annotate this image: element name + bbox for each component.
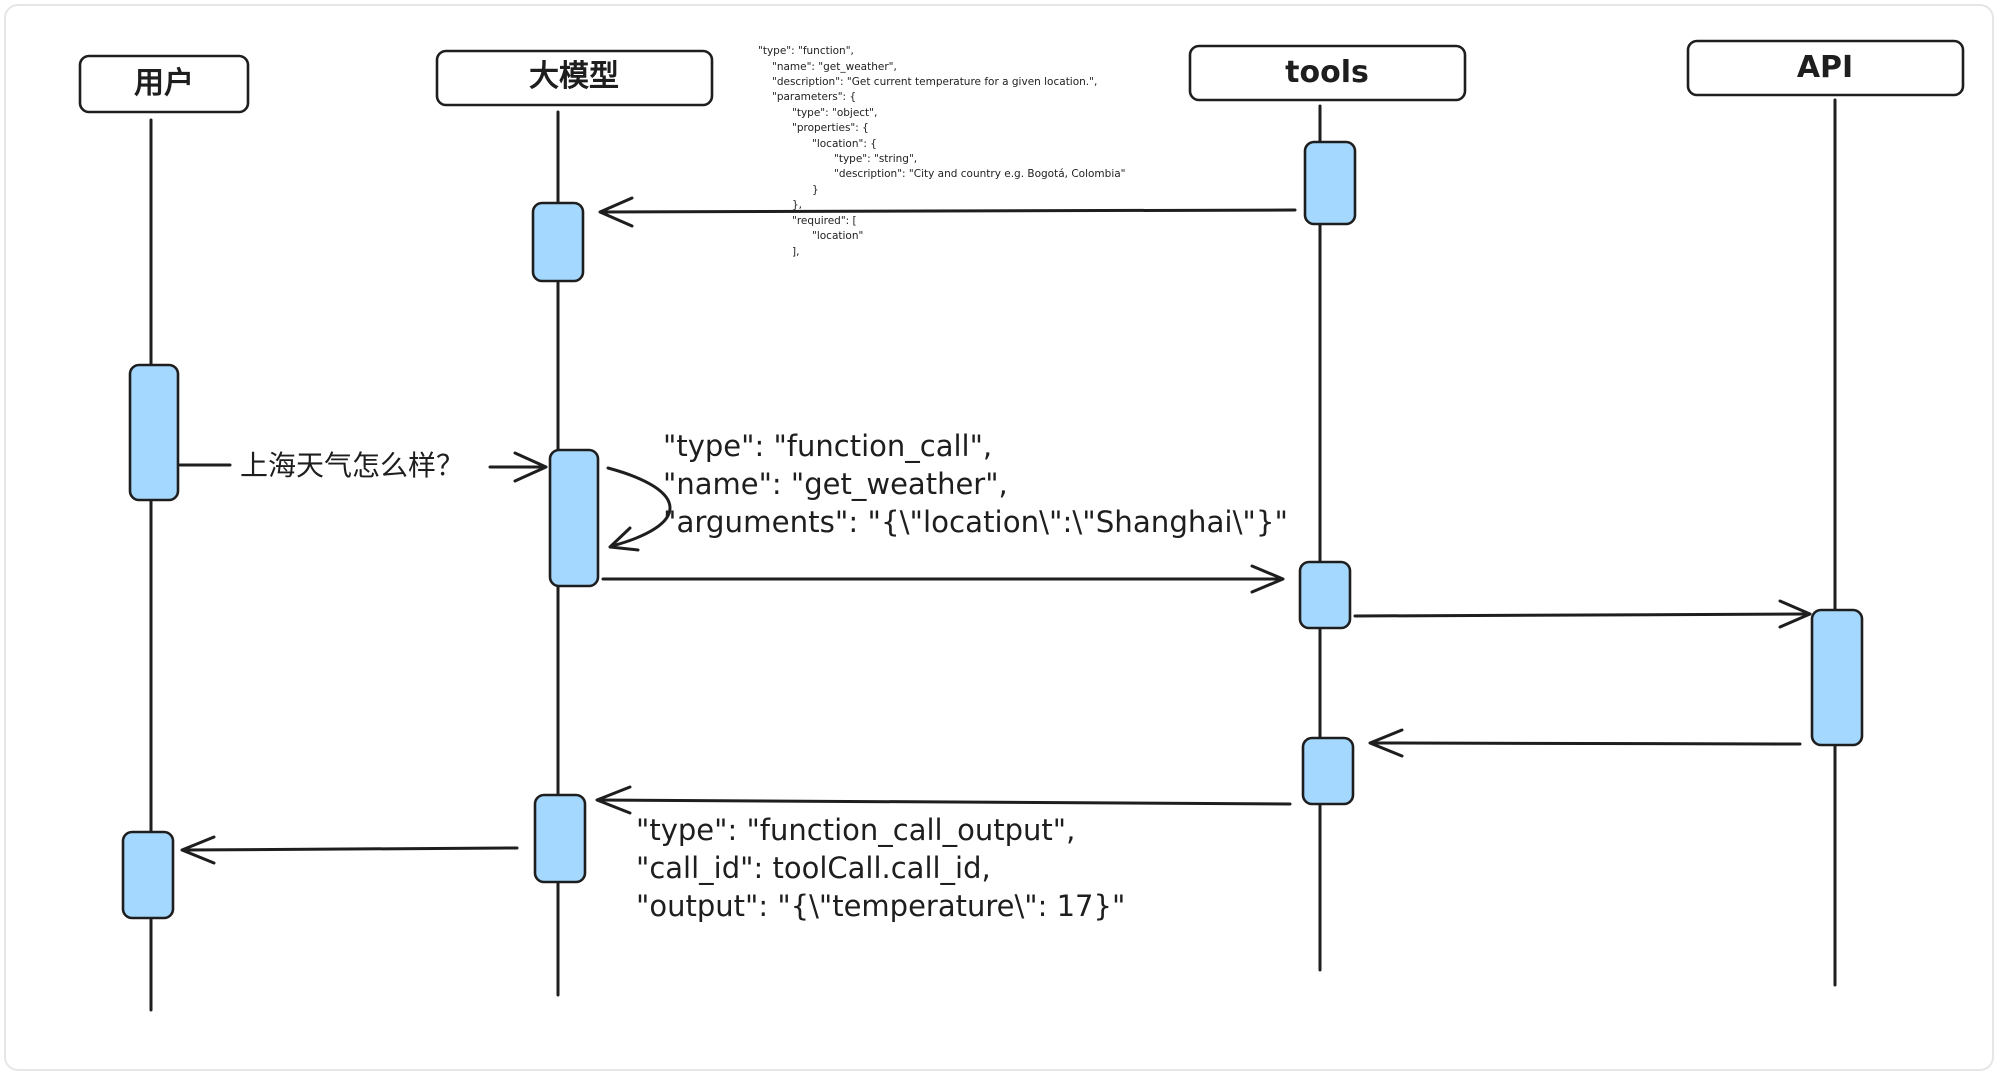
function-output-line: "output": "{\"temperature\": 17}" <box>636 889 1125 923</box>
arrow-user-to-llm-question <box>178 451 548 483</box>
activation-llm-3 <box>533 793 587 884</box>
function-call-line: "arguments": "{\"location\":\"Shanghai\"… <box>663 505 1288 539</box>
tool-def-line: "parameters": { <box>772 91 856 103</box>
actor-user: 用户 <box>78 54 250 114</box>
arrow-tools-to-llm-output <box>595 785 1292 815</box>
actor-api: API <box>1686 39 1965 97</box>
tool-definition-block: "type": "function", "name": "get_weather… <box>758 45 1126 258</box>
arrow-tools-to-api <box>1353 599 1812 629</box>
actor-llm-label: 大模型 <box>529 59 619 94</box>
tool-def-line: "location": { <box>812 138 877 150</box>
tool-def-line: "description": "City and country e.g. Bo… <box>834 168 1126 180</box>
actor-llm: 大模型 <box>435 49 714 107</box>
function-call-output-block: "type": "function_call_output", "call_id… <box>636 813 1125 923</box>
function-call-line: "type": "function_call", <box>663 429 992 463</box>
actor-tools: tools <box>1188 44 1467 102</box>
actor-tools-label: tools <box>1285 55 1369 90</box>
activation-tools-1 <box>1303 140 1357 226</box>
tool-def-line: "properties": { <box>792 122 869 134</box>
tool-def-line: "name": "get_weather", <box>772 61 897 73</box>
actor-user-label: 用户 <box>134 66 194 101</box>
tool-def-line: "type": "string", <box>834 153 917 165</box>
function-call-block: "type": "function_call", "name": "get_we… <box>663 429 1288 539</box>
activation-llm-2 <box>548 448 600 588</box>
activation-tools-3 <box>1301 736 1355 806</box>
arrow-llm-to-user <box>180 835 519 865</box>
activation-tools-2 <box>1298 560 1352 630</box>
actor-api-label: API <box>1797 50 1853 85</box>
function-output-line: "type": "function_call_output", <box>636 813 1075 847</box>
activation-api <box>1810 608 1864 747</box>
tool-def-line: ], <box>792 246 799 258</box>
arrow-llm-to-tools-call <box>601 564 1285 594</box>
tool-def-line: "type": "function", <box>758 45 854 57</box>
tool-def-line: }, <box>792 199 802 211</box>
tool-def-line: "required": [ <box>792 215 857 227</box>
activation-user-1 <box>128 363 180 502</box>
arrow-tools-to-llm-definition <box>598 196 1297 228</box>
activation-user-2 <box>121 830 175 920</box>
activation-llm-1 <box>531 201 585 283</box>
canvas-frame <box>4 4 1994 1071</box>
tool-def-line: "type": "object", <box>792 107 877 119</box>
function-output-line: "call_id": toolCall.call_id, <box>636 851 991 885</box>
arrow-llm-self-call <box>606 466 672 552</box>
tool-def-line: "location" <box>812 230 863 242</box>
arrow-api-to-tools <box>1368 728 1802 758</box>
tool-def-line: "description": "Get current temperature … <box>772 76 1097 88</box>
question-message: 上海天气怎么样？ <box>240 449 464 482</box>
function-call-line: "name": "get_weather", <box>663 467 1008 501</box>
tool-def-line: } <box>812 184 819 196</box>
